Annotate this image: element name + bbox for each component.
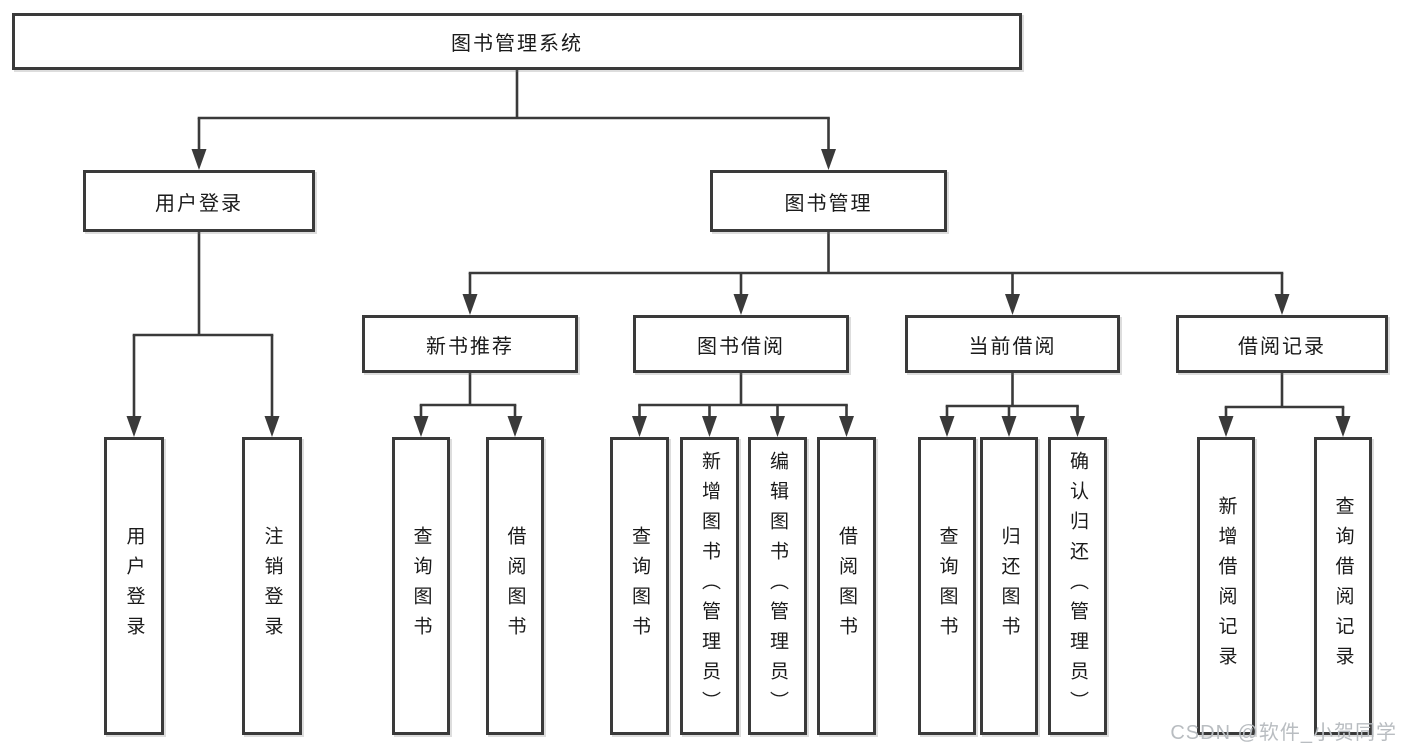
node-label: 新书推荐: [426, 335, 514, 358]
arrowhead-icon: [1218, 416, 1234, 437]
diagram-node-leaf-user-login: 用户登录: [104, 437, 164, 735]
arrowhead-icon: [839, 416, 854, 437]
diagram-node-leaf-bb-add: 新增图书（管理员）: [680, 437, 739, 735]
arrowhead-icon: [1005, 294, 1020, 315]
node-label: 图书管理系统: [451, 33, 583, 55]
arrowhead-icon: [821, 149, 836, 170]
arrowhead-icon: [632, 416, 647, 437]
diagram-node-leaf-cb-confirm: 确认归还（管理员）: [1048, 437, 1107, 735]
node-label: 编辑图书（管理员）: [767, 451, 788, 721]
node-label: 新增借阅记录: [1215, 496, 1237, 676]
arrowhead-icon: [1274, 294, 1290, 315]
diagram-node-user-login: 用户登录: [83, 170, 315, 232]
diagram-node-leaf-bb-query: 查询图书: [610, 437, 669, 735]
arrowhead-icon: [462, 294, 478, 315]
node-label: 查询图书: [410, 526, 432, 646]
node-label: 查询借阅记录: [1332, 496, 1354, 676]
node-label: 借阅图书: [836, 526, 857, 646]
arrowhead-icon: [1070, 416, 1085, 437]
diagram-node-current-borrow: 当前借阅: [905, 315, 1120, 373]
node-label: 新增图书（管理员）: [699, 451, 720, 721]
node-label: 确认归还（管理员）: [1067, 451, 1088, 721]
arrowhead-icon: [1001, 416, 1017, 437]
arrowhead-icon: [507, 416, 523, 437]
node-label: 当前借阅: [968, 335, 1057, 358]
node-label: 借阅图书: [504, 526, 526, 646]
diagram-node-leaf-nb-borrow: 借阅图书: [486, 437, 544, 735]
arrowhead-icon: [413, 416, 429, 437]
node-label: 借阅记录: [1238, 335, 1326, 358]
arrowhead-icon: [770, 416, 785, 437]
diagram-node-root: 图书管理系统: [12, 13, 1022, 70]
arrowhead-icon: [939, 416, 955, 437]
diagram-node-leaf-bb-borrow: 借阅图书: [817, 437, 876, 735]
arrowhead-icon: [733, 294, 749, 315]
diagram-node-leaf-br-add: 新增借阅记录: [1197, 437, 1255, 735]
diagram-node-book-mgmt: 图书管理: [710, 170, 947, 232]
arrowhead-icon: [191, 149, 207, 170]
diagram-node-leaf-cb-return: 归还图书: [980, 437, 1038, 735]
node-label: 用户登录: [155, 192, 243, 215]
arrowhead-icon: [1335, 416, 1351, 437]
node-label: 注销登录: [261, 526, 283, 646]
node-label: 图书管理: [784, 192, 873, 215]
arrowhead-icon: [264, 416, 280, 437]
node-label: 归还图书: [998, 526, 1020, 646]
diagram-node-leaf-br-query: 查询借阅记录: [1314, 437, 1372, 735]
node-label: 用户登录: [123, 526, 145, 646]
node-label: 查询图书: [629, 526, 650, 646]
diagram-node-leaf-nb-query: 查询图书: [392, 437, 450, 735]
arrowhead-icon: [702, 416, 717, 437]
diagram-node-book-borrow: 图书借阅: [633, 315, 849, 373]
watermark: CSDN @软件_小贺同学: [1170, 722, 1397, 744]
diagram-node-new-book: 新书推荐: [362, 315, 578, 373]
diagram-node-leaf-logout: 注销登录: [242, 437, 302, 735]
diagram-node-leaf-cb-query: 查询图书: [918, 437, 976, 735]
diagram-node-leaf-bb-edit: 编辑图书（管理员）: [748, 437, 807, 735]
node-label: 图书借阅: [697, 335, 785, 358]
arrowhead-icon: [126, 416, 142, 437]
diagram-node-borrow-record: 借阅记录: [1176, 315, 1388, 373]
node-label: 查询图书: [936, 526, 958, 646]
